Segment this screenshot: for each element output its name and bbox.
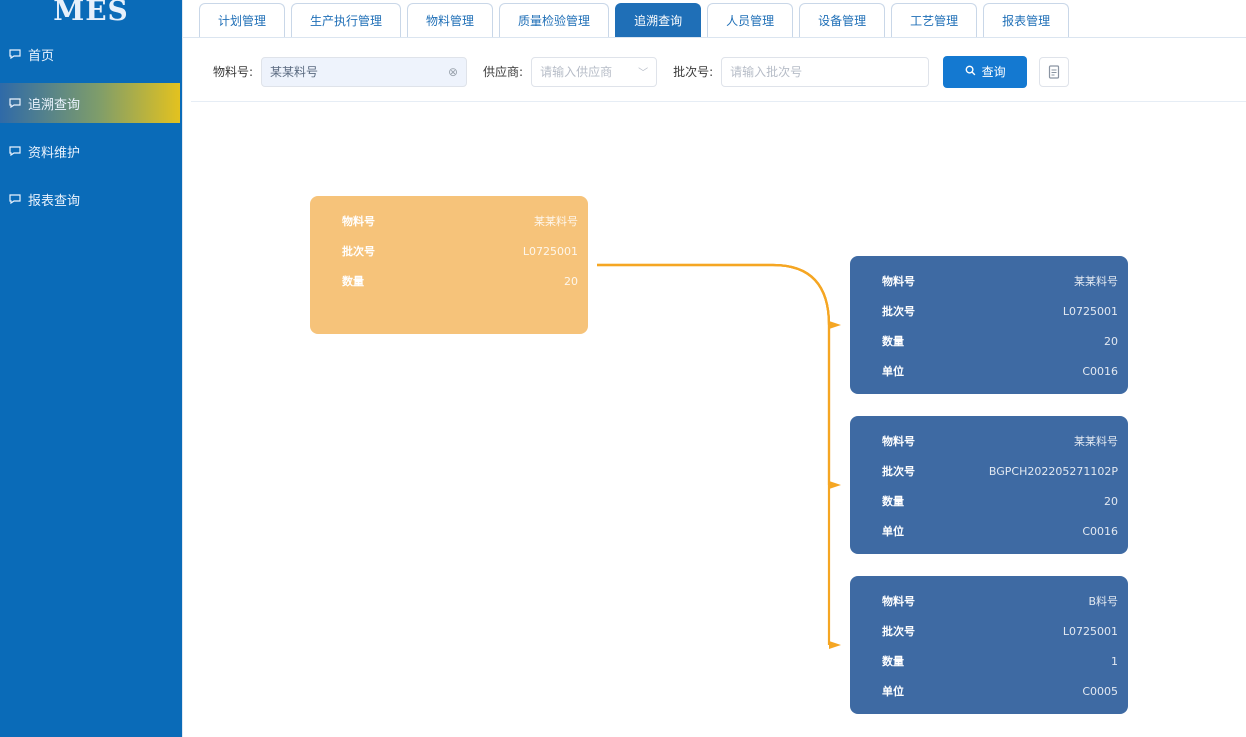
node-row: 单位 C0005 [864,676,1118,706]
tab-process[interactable]: 工艺管理 [891,3,978,37]
main-content: 计划管理 生产执行管理 物料管理 质量检验管理 追溯查询 人员管理 设备管理 工… [182,0,1246,737]
chat-icon [8,144,22,158]
node-value: L0725001 [1062,304,1118,318]
node-value: 某某料号 [1074,435,1118,448]
node-key: 数量 [882,495,904,508]
node-key: 批次号 [882,305,915,318]
node-key: 物料号 [342,215,375,228]
node-row: 数量 20 [864,326,1118,356]
node-value: 某某料号 [1074,275,1118,288]
tab-personnel[interactable]: 人员管理 [707,3,794,37]
chat-icon [8,96,22,110]
node-row: 批次号 L0725001 [864,296,1118,326]
node-key: 单位 [882,685,904,698]
node-key: 批次号 [882,465,915,478]
node-key: 单位 [882,365,904,378]
node-value: L0725001 [1062,624,1118,638]
trace-node-child[interactable]: 物料号 某某料号 批次号 BGPCH202205271102P 数量 20 单位 C00… [850,416,1128,554]
trace-links [597,263,841,649]
node-value: BGPCH202205271102P [988,464,1118,478]
clear-icon[interactable]: ⊗ [447,64,459,79]
sidebar-item-data[interactable]: 资料维护 [0,131,180,171]
material-input[interactable]: 某某料号 ⊗ [261,56,468,87]
node-value: L0725001 [522,244,578,258]
node-row: 数量 1 [864,646,1118,676]
tab-plan[interactable]: 计划管理 [199,3,286,37]
filter-bar: 物料号: 某某料号 ⊗ 供应商: 请输入供应商 ﹀ 批次号: 请输入批次号 查询 [191,42,1246,102]
material-label: 物料号: [213,65,254,79]
node-row: 单位 C0016 [864,516,1118,546]
trace-node-child[interactable]: 物料号 B料号 批次号 L0725001 数量 1 单位 C0005 [850,576,1128,714]
module-tabs: 计划管理 生产执行管理 物料管理 质量检验管理 追溯查询 人员管理 设备管理 工… [199,3,1070,37]
node-value: 20 [1104,494,1118,508]
node-value: B料号 [1088,595,1118,608]
node-key: 数量 [342,275,364,288]
tab-quality[interactable]: 质量检验管理 [499,3,610,37]
sidebar-item-label: 报表查询 [28,193,81,209]
batch-input[interactable]: 请输入批次号 [721,56,930,87]
node-row: 物料号 某某料号 [864,426,1118,456]
search-button-label: 查询 [981,65,1006,79]
search-button[interactable]: 查询 [943,55,1028,88]
trace-link [597,263,831,485]
sidebar-item-report[interactable]: 报表查询 [0,179,180,219]
node-key: 批次号 [882,625,915,638]
node-row: 数量 20 [864,486,1118,516]
node-row: 物料号 某某料号 [864,266,1118,296]
node-row: 批次号 L0725001 [864,616,1118,646]
node-value: 1 [1111,654,1118,668]
chat-icon [8,192,22,206]
tab-material[interactable]: 物料管理 [407,3,494,37]
material-value: 某某料号 [270,65,319,79]
node-key: 数量 [882,335,904,348]
arrow-icon [829,321,841,329]
tab-equipment[interactable]: 设备管理 [799,3,886,37]
node-key: 物料号 [882,435,915,448]
file-icon[interactable] [1039,56,1070,87]
supplier-placeholder: 请输入供应商 [540,65,613,79]
supplier-select[interactable]: 请输入供应商 ﹀ [531,56,658,87]
node-row: 批次号 L0725001 [324,236,578,266]
node-key: 物料号 [882,595,915,608]
sidebar-item-label: 追溯查询 [28,97,81,113]
arrow-icon [829,481,841,489]
supplier-label: 供应商: [483,65,524,79]
tab-trace[interactable]: 追溯查询 [615,3,702,37]
node-value: 某某料号 [534,215,578,228]
trace-node-child[interactable]: 物料号 某某料号 批次号 L0725001 数量 20 单位 C0016 [850,256,1128,394]
sidebar-item-home[interactable]: 首页 [0,34,180,74]
tabs-divider [183,37,1246,38]
node-row: 物料号 某某料号 [324,206,578,236]
sidebar: MES 首页 追溯查询 资料维护 报表查询 [0,0,182,737]
node-value: C0016 [1082,524,1118,538]
search-icon [965,65,976,79]
node-value: C0016 [1082,364,1118,378]
batch-placeholder: 请输入批次号 [730,65,803,79]
trace-node-root[interactable]: 物料号 某某料号 批次号 L0725001 数量 20 [310,196,588,334]
chevron-down-icon: ﹀ [638,68,649,79]
chat-icon [8,47,22,61]
node-key: 数量 [882,655,904,668]
sidebar-item-label: 首页 [28,48,55,64]
sidebar-item-label: 资料维护 [28,145,81,161]
node-key: 单位 [882,525,904,538]
trace-link [597,263,831,645]
arrow-icon [829,641,841,649]
node-value: C0005 [1082,684,1118,698]
app-logo: MES [53,0,129,27]
node-key: 批次号 [342,245,375,258]
node-row: 物料号 B料号 [864,586,1118,616]
node-key: 物料号 [882,275,915,288]
node-value: 20 [564,274,578,288]
sidebar-item-trace[interactable]: 追溯查询 [0,83,180,123]
batch-label: 批次号: [673,65,714,79]
node-row: 单位 C0016 [864,356,1118,386]
tab-production[interactable]: 生产执行管理 [291,3,402,37]
node-row: 批次号 BGPCH202205271102P [864,456,1118,486]
tab-report[interactable]: 报表管理 [983,3,1070,37]
trace-link [597,263,831,326]
node-row: 数量 20 [324,266,578,296]
node-value: 20 [1104,334,1118,348]
